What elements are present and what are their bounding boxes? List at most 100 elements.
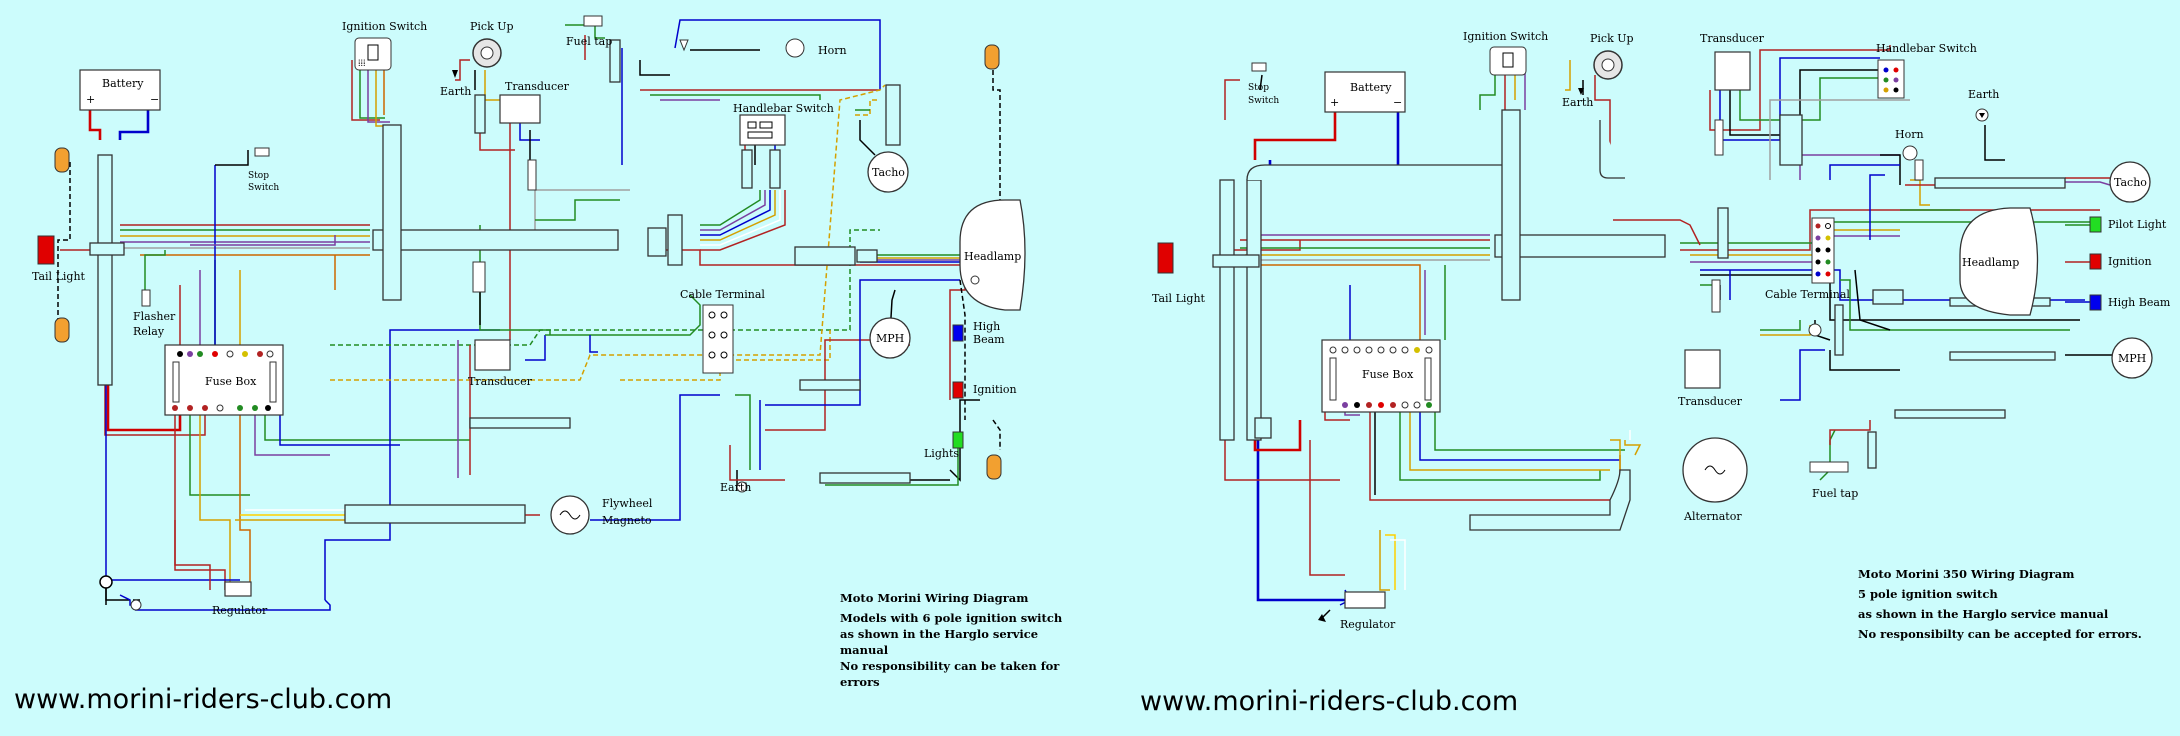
earth-stud-icon [99, 575, 113, 589]
right-handlebar-switch: Handlebar Switch [1876, 42, 1977, 99]
right-note-line-4: No responsibilty can be accepted for err… [1858, 627, 2142, 641]
transducer-bottom: Transducer [468, 261, 533, 388]
headlamp-label: Headlamp [964, 250, 1021, 263]
tail-light-label: Tail Light [32, 270, 86, 283]
right-earth: Earth [1968, 88, 1999, 122]
headlamp: Headlamp [959, 199, 1026, 311]
right-cable-terminal: Cable Terminal [1765, 217, 1850, 337]
rear-loom-vertical-b [1246, 179, 1262, 441]
left-note-line-2: Models with 6 pole ignition switch [840, 611, 1063, 625]
lower-loom-a [469, 417, 571, 429]
rear-indicator-bottom-icon [54, 317, 70, 343]
right-regulator-label: Regulator [1340, 618, 1396, 631]
battery: Battery + − [79, 69, 161, 111]
ignition-switch: Ignition Switch ⁞⁞⁞ [342, 20, 427, 71]
right-transducer-bottom-label: Transducer [1678, 395, 1743, 408]
mph-loom [1949, 351, 2056, 361]
lights-label: Lights [924, 447, 959, 460]
right-fuel-tap: Fuel tap [1809, 461, 1858, 500]
flywheel-magneto: Flywheel Magneto [550, 495, 653, 535]
left-website-url: www.morini-riders-club.com [14, 684, 392, 715]
earth-bottom: Earth [720, 481, 751, 494]
left-diagram: Battery + − Ignition Switch ⁞⁞⁞ Pick Up … [14, 15, 1063, 715]
left-note-line-1: Moto Morini Wiring Diagram [840, 591, 1028, 605]
rear-loom-vertical-a [1219, 179, 1235, 441]
alternator-loom [1469, 469, 1631, 531]
transducer-bottom-loom [1717, 207, 1729, 259]
rear-loom-curve [1246, 164, 1506, 181]
right-tacho: Tacho [2109, 161, 2151, 203]
right-mph-label: MPH [2118, 352, 2146, 365]
right-wiring [1224, 45, 2118, 621]
main-loom-horizontal [1494, 234, 1666, 258]
horn: Horn [679, 38, 847, 58]
left-notes: Moto Morini Wiring Diagram Models with 6… [840, 591, 1063, 689]
fuse-box-loom-stub [1254, 417, 1272, 439]
right-notes: Moto Morini 350 Wiring Diagram 5 pole ig… [1858, 567, 2142, 641]
rear-indicator-top-icon [54, 147, 70, 173]
fuse-box-label: Fuse Box [205, 375, 257, 388]
cable-terminal: Cable Terminal [680, 288, 765, 374]
handlebar-loom-a [741, 149, 753, 189]
lower-loom [1894, 409, 2006, 419]
sine-wave-icon [559, 510, 581, 520]
ignition-switch-label: Ignition Switch [342, 20, 427, 33]
right-stop-switch-label-1: Stop [1248, 83, 1269, 93]
right-stop-switch: Stop Switch [1248, 62, 1279, 106]
right-note-line-2: 5 pole ignition switch [1858, 587, 1998, 601]
right-tail-light: Tail Light [1152, 242, 1206, 305]
cable-terminal-label: Cable Terminal [680, 288, 765, 301]
horn-label: Horn [818, 44, 847, 57]
main-loom-connector-a [647, 227, 667, 257]
right-pick-up-label: Pick Up [1590, 32, 1634, 45]
left-note-line-3: as shown in the Harglo service [840, 627, 1038, 641]
flywheel-loom [344, 504, 526, 524]
right-transducer-top-label: Transducer [1700, 32, 1765, 45]
regulator-arrow-icon [1318, 614, 1326, 622]
left-note-line-5: No responsibility can be taken for [840, 659, 1060, 673]
rear-loom-junction [89, 242, 125, 256]
mph-label: MPH [876, 332, 904, 345]
tacho-loom [1934, 177, 2066, 189]
main-loom-vertical [1501, 109, 1521, 301]
right-ignition-label: Ignition [2108, 255, 2152, 268]
regulator-label: Regulator [212, 604, 268, 617]
right-sine-wave-icon [1704, 465, 1726, 475]
regulator-earth-icon [130, 599, 142, 611]
main-loom-horizontal [372, 229, 619, 251]
flasher-relay-label-1: Flasher [133, 310, 176, 323]
right-fuel-tap-label: Fuel tap [1812, 487, 1858, 500]
fuel-tap: Fuel tap [566, 15, 612, 48]
handlebar-switch: Handlebar Switch [733, 102, 834, 146]
right-harness [1212, 109, 2066, 531]
tacho-label: Tacho [872, 166, 905, 179]
front-indicator-top-icon [984, 44, 1000, 70]
left-note-line-4: manual [840, 643, 889, 657]
alternator-label: Alternator [1683, 510, 1742, 523]
flasher-relay: Flasher Relay [133, 289, 176, 338]
pickup-loom [474, 94, 486, 134]
stop-switch-label-2: Switch [248, 183, 279, 193]
right-horn-label: Horn [1895, 128, 1924, 141]
fuel-tap-loom [609, 39, 621, 83]
right-earth-right-label: Earth [1968, 88, 1999, 101]
stop-switch: Stop Switch [248, 147, 279, 193]
rear-loom-vertical [97, 154, 113, 386]
right-tacho-label: Tacho [2114, 176, 2147, 189]
right-note-line-1: Moto Morini 350 Wiring Diagram [1858, 567, 2074, 581]
tacho-loom [885, 84, 901, 146]
main-loom-connector-b [667, 214, 683, 266]
right-ignition-switch: Ignition Switch [1463, 30, 1548, 76]
right-note-line-3: as shown in the Harglo service manual [1858, 607, 2109, 621]
battery-plus-icon: + [86, 93, 95, 106]
right-battery-minus-icon: − [1393, 96, 1402, 109]
stop-switch-label-1: Stop [248, 171, 269, 181]
right-handlebar-switch-label: Handlebar Switch [1876, 42, 1977, 55]
right-stop-switch-label-2: Switch [1248, 96, 1279, 106]
transducer-bottom-label: Transducer [468, 375, 533, 388]
right-fuse-box: Fuse Box [1321, 339, 1441, 413]
battery-minus-icon: − [150, 93, 159, 106]
right-battery-label: Battery [1350, 81, 1392, 94]
right-transducer-bottom: Transducer [1678, 279, 1743, 408]
